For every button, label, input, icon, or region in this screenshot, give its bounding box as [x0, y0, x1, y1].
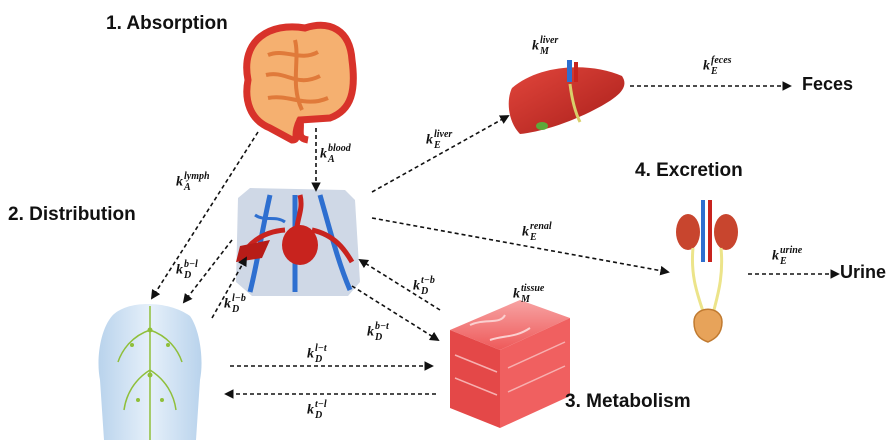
liver-illustration [509, 60, 625, 134]
arrow-blood-liver [372, 116, 508, 192]
distribution-title: 2. Distribution [8, 204, 136, 226]
arrow-blood-kidney [372, 218, 668, 272]
lymphatic-body-illustration [99, 304, 202, 440]
metabolism-title: 3. Metabolism [565, 391, 691, 413]
tissue-illustration [450, 300, 570, 428]
absorption-title: 1. Absorption [106, 13, 228, 35]
excretion-title: 4. Excretion [635, 160, 743, 182]
heart-chest-illustration [236, 188, 360, 296]
intestine-illustration [247, 25, 354, 140]
feces-label: Feces [802, 74, 853, 95]
kidney-bladder-illustration [676, 200, 738, 342]
urine-label: Urine [840, 262, 886, 283]
